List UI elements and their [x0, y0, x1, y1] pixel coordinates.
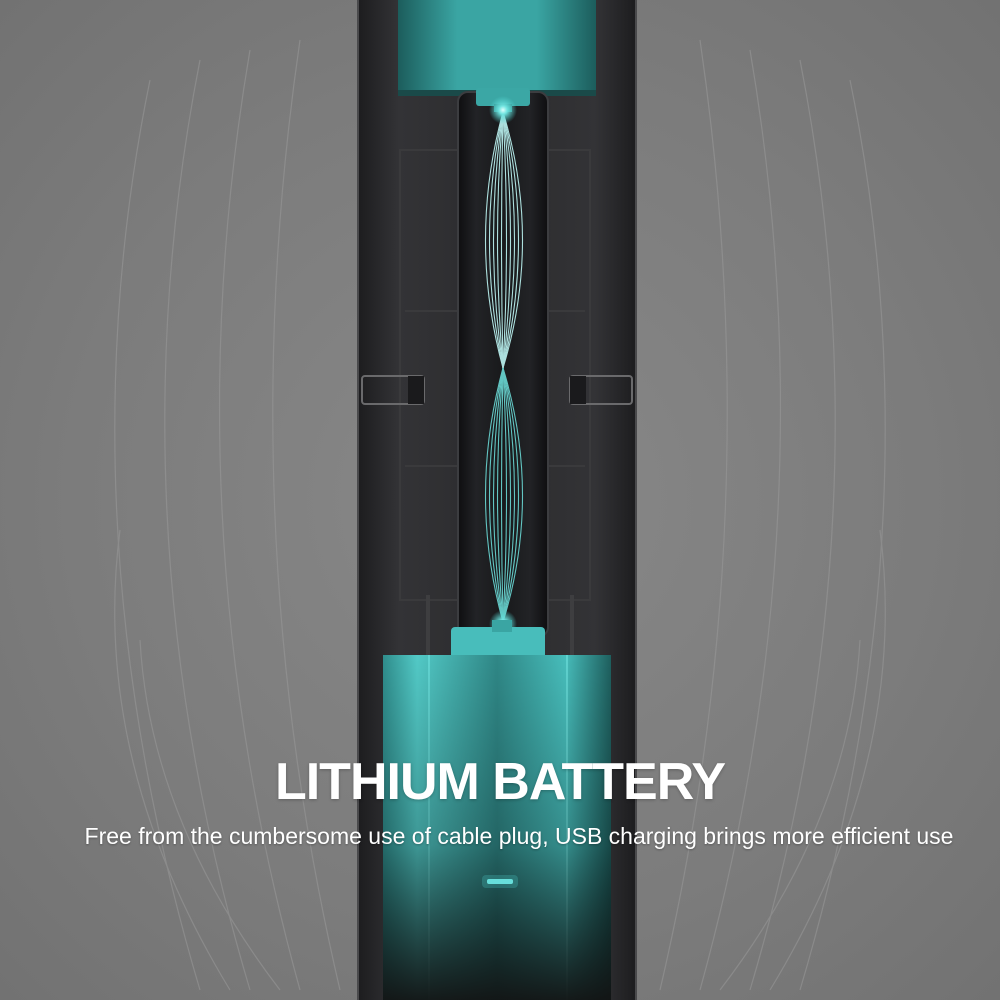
headline: LITHIUM BATTERY — [274, 753, 726, 811]
subline: Free from the cumbersome use of cable pl… — [84, 823, 954, 849]
top-cap — [398, 0, 596, 96]
energy-waves-icon — [485, 111, 523, 369]
led-light-icon — [487, 879, 513, 884]
battery-terminal — [451, 627, 545, 659]
background-arcs — [114, 39, 886, 991]
